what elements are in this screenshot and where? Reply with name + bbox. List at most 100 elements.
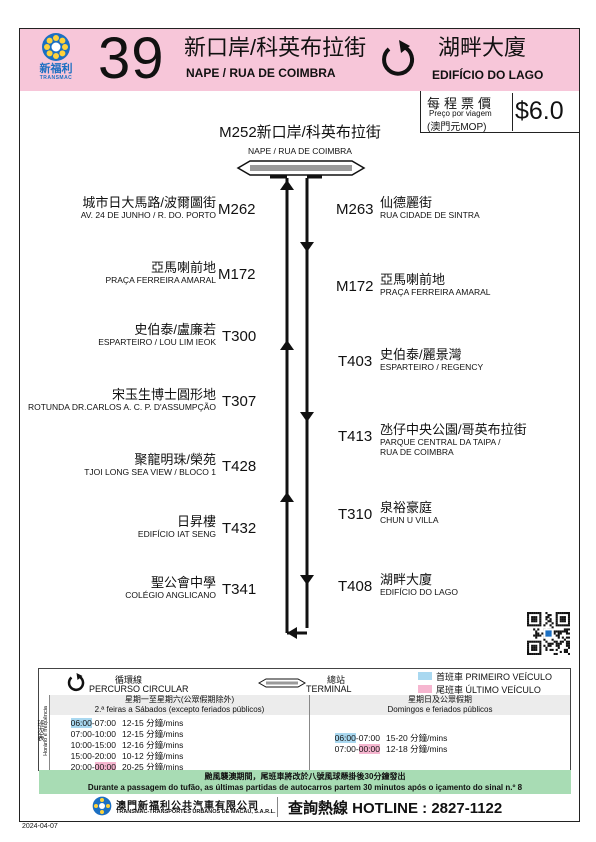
- legend-circular-cn: 循環線: [115, 675, 143, 685]
- company-logo: 新福利 TRANSMAC: [26, 32, 86, 88]
- left-arrow-icon: [287, 627, 297, 639]
- route-number: 39: [98, 26, 165, 91]
- legend-last-bus: 尾班車 ÚLTIMO VEÍCULO: [436, 685, 541, 695]
- typhoon-notice-pt: Durante a passagem do tufão, as últimas …: [87, 783, 523, 792]
- schedule-frequency: 12-18 分鐘/mins: [386, 744, 448, 754]
- holiday-header: 星期日及公眾假期 Domingos e feriados públicos: [310, 695, 570, 715]
- right-stop-name-pt: ESPARTEIRO / REGENCY: [380, 362, 484, 372]
- left-stop-code: T432: [222, 520, 257, 537]
- left-stop-name-pt: ROTUNDA DR.CARLOS A. C. P. D'ASSUMPÇÃO: [27, 402, 216, 412]
- schedule-frequency: 12-15 分鐘/mins: [122, 729, 184, 739]
- right-stop-name-cn: 氹仔中央公園/哥英布拉街: [380, 422, 527, 437]
- schedule-start-time: 10:00: [70, 740, 92, 750]
- weekday-header-pt: 2.ª feiras a Sábados (excepto feriados p…: [94, 705, 265, 714]
- fare-unit: (澳門元MOP): [427, 122, 487, 133]
- left-stop-name-cn: 史伯泰/盧廉若: [134, 322, 216, 337]
- left-stop-code: M172: [218, 266, 256, 283]
- right-stop-code: M263: [336, 201, 374, 218]
- timetable-side-cn: 班次表: [37, 720, 44, 741]
- holiday-header-cn: 星期日及公眾假期: [408, 695, 472, 704]
- timetable-divider: [309, 695, 310, 770]
- left-stop-name-pt: ESPARTEIRO / LOU LIM IEOK: [98, 337, 216, 347]
- hotline-number[interactable]: 查詢熱線 HOTLINE : 2827-1122: [288, 800, 503, 817]
- fare-value: $6.0: [515, 97, 564, 125]
- schedule-row: 15:00-20:00 10-12 分鐘/mins: [66, 751, 184, 762]
- timetable-side-pt: Horário e frequência: [43, 706, 49, 756]
- terminal-bar: [236, 160, 366, 176]
- right-stop-name-cn: 仙德麗街: [380, 195, 433, 210]
- schedule-frequency: 12-15 分鐘/mins: [122, 718, 184, 728]
- left-stop-code: M262: [218, 201, 256, 218]
- footer-divider: [277, 797, 278, 817]
- schedule-end-time: 00:00: [94, 762, 116, 772]
- first-bus-swatch: [418, 672, 432, 680]
- weekday-header-cn: 星期一至星期六(公眾假期除外): [124, 695, 235, 704]
- schedule-row: 06:00-07:00 15-20 分鐘/mins: [330, 733, 447, 744]
- left-stop-name-cn: 日昇樓: [176, 514, 216, 529]
- circular-route-legend-icon: [67, 673, 85, 692]
- footer-logo-icon: [92, 796, 112, 816]
- timetable-side-label: [39, 695, 50, 770]
- right-stop-code: T408: [338, 578, 373, 595]
- schedule-start-time: 20:00: [70, 762, 92, 772]
- left-stop-code: T341: [222, 581, 257, 598]
- weekday-header: 星期一至星期六(公眾假期除外) 2.ª feiras a Sábados (ex…: [50, 695, 309, 715]
- schedule-frequency: 15-20 分鐘/mins: [386, 733, 448, 743]
- left-stop-code: T307: [222, 393, 257, 410]
- schedule-start-time: 07:00: [334, 744, 356, 754]
- fare-label-cn: 每程票價: [427, 96, 496, 111]
- legend-first-bus: 首班車 PRIMEIRO VEÍCULO: [436, 672, 553, 682]
- company-name-pt: TRANSMAC-TRANSPORTES URBANOS DE MACAU, S…: [116, 809, 276, 815]
- schedule-frequency: 10-12 分鐘/mins: [122, 751, 184, 761]
- schedule-time: 15:00-20:00: [70, 751, 116, 761]
- right-stop-name-pt: EDIFÍCIO DO LAGO: [380, 587, 458, 597]
- left-stop-name-cn: 宋玉生博士圓形地: [111, 387, 216, 402]
- destination-name-cn: 湖畔大廈: [438, 35, 527, 60]
- schedule-end-time: 20:00: [94, 751, 116, 761]
- terminal-stop-name: M252新口岸/科英布拉街: [219, 124, 381, 141]
- route-lines: [270, 175, 322, 635]
- schedule-time: 06:00-07:00: [334, 733, 380, 743]
- right-stop-name-pt: PARQUE CENTRAL DA TAIPA /: [380, 437, 501, 447]
- left-stop-code: T428: [222, 458, 257, 475]
- schedule-frequency: 20-25 分鐘/mins: [122, 762, 184, 772]
- schedule-time: 07:00-10:00: [70, 729, 116, 739]
- schedule-end-time: 07:00: [358, 733, 380, 743]
- schedule-end-time: 07:00: [94, 718, 116, 728]
- up-arrow-icon: [280, 180, 294, 190]
- schedule-time: 10:00-15:00: [70, 740, 116, 750]
- schedule-row: 10:00-15:00 12-16 分鐘/mins: [66, 740, 184, 751]
- schedule-frequency: 12-16 分鐘/mins: [122, 740, 184, 750]
- left-stop-name-pt: TJOI LONG SEA VIEW / BLOCO 1: [84, 467, 216, 477]
- terminal-stop-pt: NAPE / RUA DE COIMBRA: [248, 146, 352, 156]
- legend-terminal-pt: TERMINAL: [306, 684, 352, 694]
- right-stop-name-cn: 史伯泰/麗景灣: [380, 347, 462, 362]
- left-stop-name-pt: EDIFÍCIO IAT SENG: [137, 529, 216, 539]
- qr-code[interactable]: [527, 612, 570, 655]
- schedule-end-time: 15:00: [94, 740, 116, 750]
- left-stop-name-pt: PRAÇA FERREIRA AMARAL: [105, 275, 216, 285]
- typhoon-notice: 颱風襲澳期間，尾班車將改於八號風球懸掛後30分鐘發出 Durante a pas…: [39, 770, 571, 794]
- right-stop-name-cn: 湖畔大廈: [380, 572, 433, 587]
- holiday-header-pt: Domingos e feriados públicos: [387, 705, 493, 714]
- fare-box: 每程票價 Preço por viagem (澳門元MOP) $6.0: [420, 91, 579, 133]
- right-stop-name-pt: PRAÇA FERREIRA AMARAL: [380, 287, 491, 297]
- sign-frame: [19, 28, 580, 822]
- company-name-cn: 澳門新福利公共汽車有限公司: [116, 801, 259, 812]
- schedule-row: 20:00-00:00 20-25 分鐘/mins: [66, 762, 183, 773]
- left-stop-name-pt: AV. 24 DE JUNHO / R. DO. PORTO: [80, 210, 216, 220]
- right-stop-code: T310: [338, 506, 373, 523]
- right-stop-name-pt: RUA CIDADE DE SINTRA: [380, 210, 480, 220]
- legend-circular-pt: PERCURSO CIRCULAR: [89, 684, 189, 694]
- up-arrow-icon: [280, 340, 294, 350]
- schedule-start-time: 06:00: [334, 733, 356, 743]
- direction-arrows: [280, 180, 314, 639]
- legend-terminal-cn: 總站: [327, 675, 346, 685]
- print-date: 2024-04-07: [22, 823, 58, 830]
- terminal-legend-icon: [258, 678, 306, 688]
- right-stop-code: T413: [338, 428, 373, 445]
- logo-text-cn: 新福利: [39, 63, 73, 75]
- schedule-time: 20:00-00:00: [70, 762, 116, 772]
